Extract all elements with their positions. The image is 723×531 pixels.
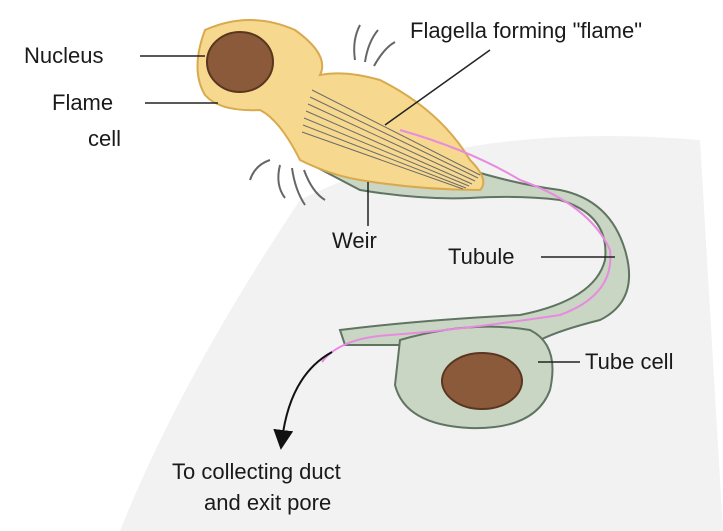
exit-arrow xyxy=(273,351,333,450)
flame-cell xyxy=(196,19,485,192)
leader-lines xyxy=(140,49,615,363)
tubule-label: Tubule xyxy=(448,244,514,269)
flame-cell-nucleus xyxy=(206,31,274,93)
tube-cell-nucleus xyxy=(441,352,523,410)
cilia xyxy=(249,24,396,206)
flame-cell-label-line2: cell xyxy=(88,126,121,151)
collecting-duct-label-line2: and exit pore xyxy=(204,490,331,515)
nucleus-label: Nucleus xyxy=(24,43,103,68)
flow-line xyxy=(321,129,612,363)
weir-label: Weir xyxy=(332,228,377,253)
collecting-duct-label-line1: To collecting duct xyxy=(172,459,341,484)
tube-cell-label: Tube cell xyxy=(585,349,673,374)
flame-cell-label-line1: Flame xyxy=(52,90,113,115)
tube-cell xyxy=(393,325,554,430)
flagella-label: Flagella forming "flame" xyxy=(410,18,642,43)
flagella-bundle xyxy=(301,89,481,190)
